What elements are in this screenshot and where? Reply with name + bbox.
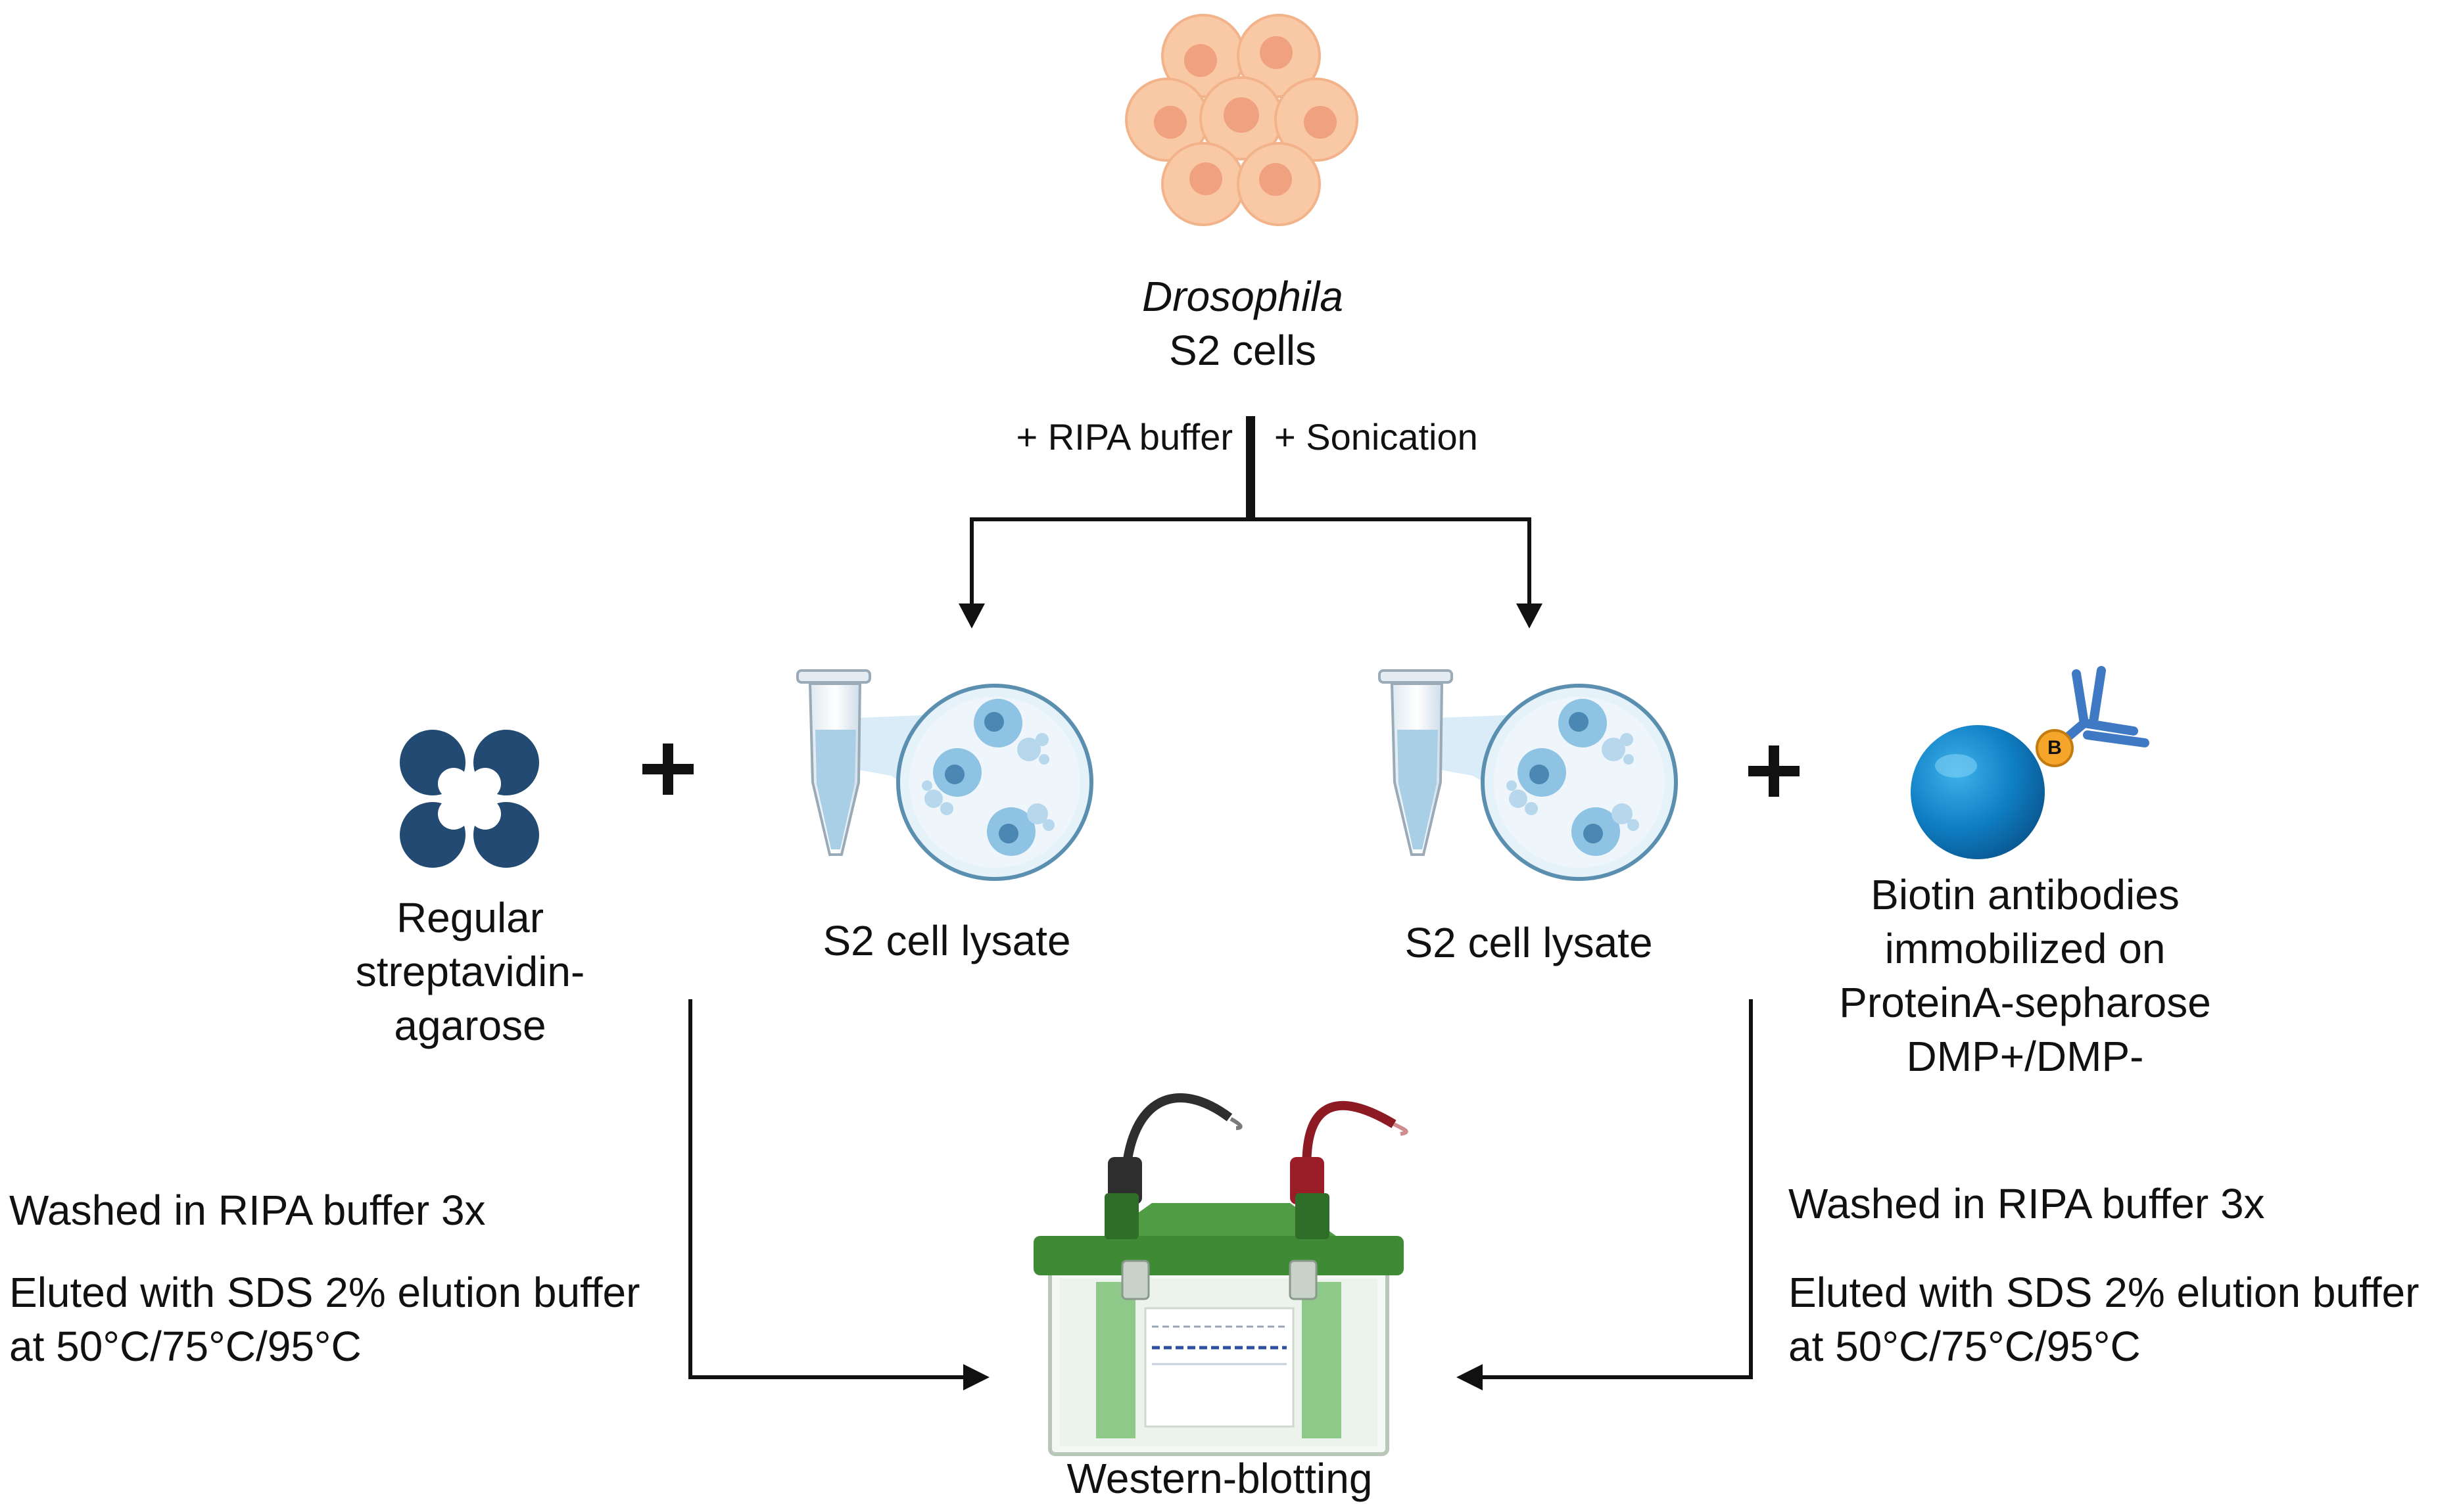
split-bracket (970, 416, 1531, 621)
streptavidin-label-line: Regular (396, 894, 544, 941)
cells-type-label: S2 cells (1168, 327, 1317, 374)
split-arrow-right (1516, 603, 1542, 628)
cell (1125, 78, 1209, 162)
right-elute-text: Eluted with SDS 2% elution buffer at 50°… (1788, 1265, 2419, 1373)
cells-label: Drosophila S2 cells (1078, 270, 1407, 377)
sepharose-label-line: DMP+/DMP- (1906, 1033, 2144, 1080)
lysate-right-label: S2 cell lysate (1404, 919, 1653, 966)
sonication-label: + Sonication (1274, 416, 1478, 458)
right-elute-line: Eluted with SDS 2% elution buffer (1788, 1269, 2420, 1316)
ripa-buffer-label: + RIPA buffer (1016, 416, 1233, 458)
sepharose-label-line: immobilized on (1884, 925, 2166, 972)
lysate-left-label: S2 cell lysate (823, 917, 1071, 964)
cell (1274, 78, 1358, 162)
split-arrow-left (959, 603, 985, 628)
cells-species-label: Drosophila (1142, 273, 1343, 320)
western-blot-apparatus-icon (1034, 1093, 1408, 1456)
sepharose-label-line: Biotin antibodies (1871, 871, 2180, 918)
left-wash-text: Washed in RIPA buffer 3x (9, 1187, 486, 1234)
right-elute-line: at 50°C/75°C/95°C (1788, 1323, 2141, 1370)
biotin-badge (2036, 729, 2074, 767)
left-flow-line (688, 999, 973, 1379)
lysate-right-icon (1378, 669, 1678, 881)
right-flow-arrowhead (1456, 1364, 1483, 1390)
streptavidin-agarose-icon (400, 730, 539, 868)
sepharose-bead-label: Biotin antibodies immobilized on Protein… (1775, 868, 2275, 1083)
sepharose-bead-antibody-icon (1911, 666, 2149, 859)
biotin-badge-letter: B (2047, 737, 2062, 759)
streptavidin-label-line: streptavidin- (355, 948, 585, 995)
western-blotting-label: Western-blotting (1066, 1455, 1373, 1502)
left-flow-arrowhead (963, 1364, 990, 1390)
plus-left (642, 744, 694, 795)
cell (1161, 142, 1245, 226)
right-wash-text: Washed in RIPA buffer 3x (1788, 1180, 2265, 1227)
plus-right (1748, 745, 1800, 797)
right-flow-line (1473, 999, 1753, 1379)
left-elute-line: at 50°C/75°C/95°C (9, 1323, 362, 1370)
cell (1237, 142, 1321, 226)
sepharose-label-line: ProteinA-sepharose (1839, 979, 2211, 1026)
lysate-left-icon (796, 669, 1093, 881)
streptavidin-agarose-label: Regular streptavidin- agarose (296, 891, 644, 1052)
left-elute-text: Eluted with SDS 2% elution buffer at 50°… (9, 1265, 640, 1373)
s2-cell-cluster-icon (1125, 14, 1358, 226)
cell (1237, 14, 1321, 98)
left-elute-line: Eluted with SDS 2% elution buffer (9, 1269, 640, 1316)
streptavidin-label-line: agarose (394, 1002, 546, 1049)
